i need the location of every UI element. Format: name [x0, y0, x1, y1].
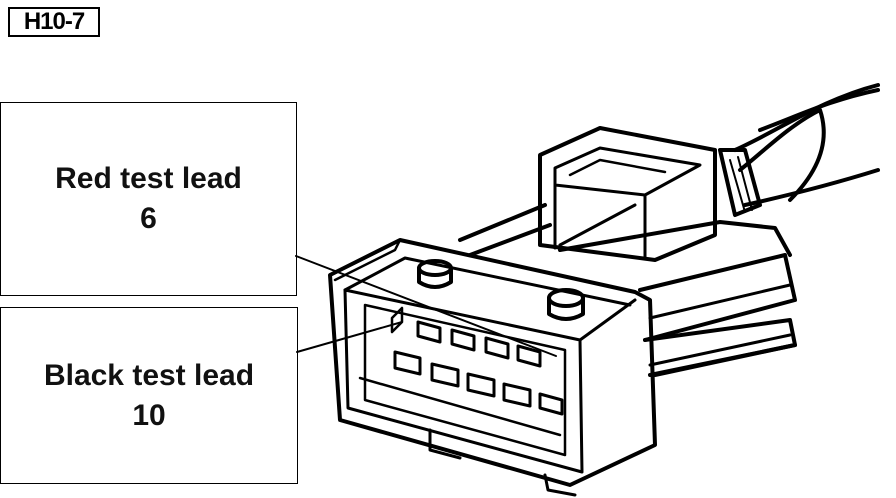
- red-leader-line: [295, 255, 557, 357]
- figure-id-label: H10-7: [8, 7, 100, 37]
- black-test-lead-callout: Black test lead 10: [0, 307, 298, 484]
- black-leader-line: [296, 321, 403, 353]
- red-test-lead-label: Red test lead: [55, 162, 242, 195]
- black-test-lead-pin: 10: [132, 398, 166, 432]
- red-test-lead-callout: Red test lead 6: [0, 102, 297, 296]
- wire-harness-icon: [718, 83, 880, 217]
- black-test-lead-label: Black test lead: [43, 358, 255, 392]
- connector-icon: [328, 126, 797, 497]
- red-test-lead-pin: 6: [140, 202, 157, 235]
